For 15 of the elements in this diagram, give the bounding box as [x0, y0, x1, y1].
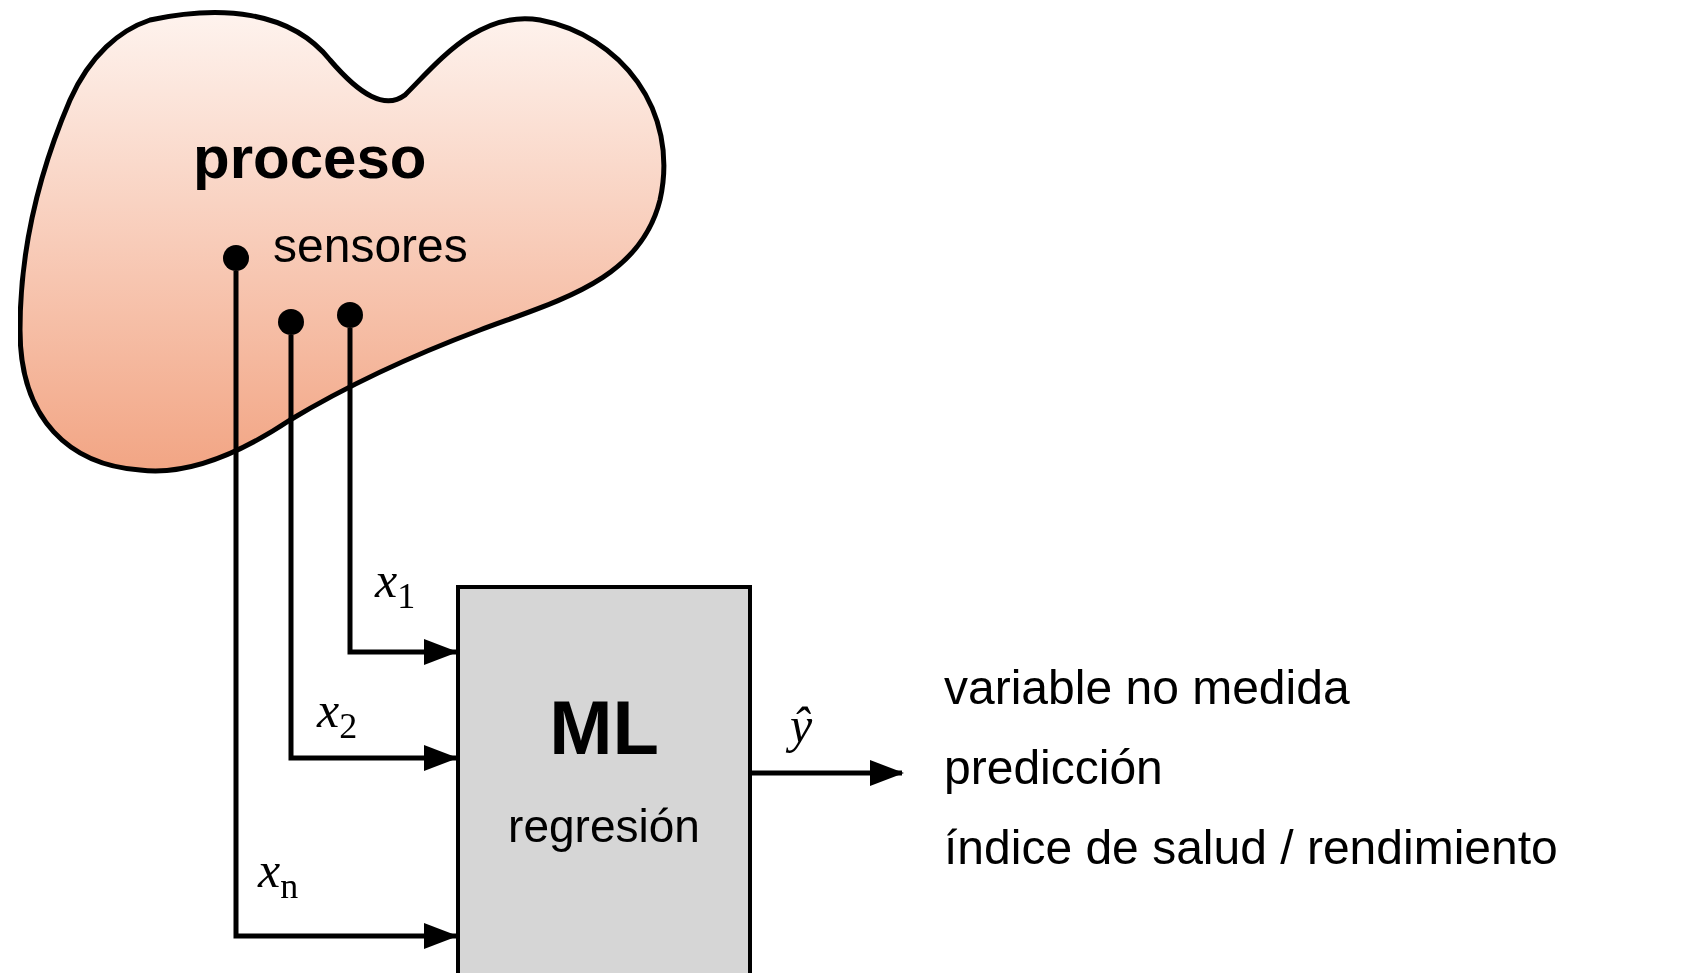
output-text: índice de salud / rendimiento	[944, 820, 1558, 875]
arrow	[752, 760, 904, 786]
output-text: predicción	[944, 740, 1163, 795]
arrow	[347, 328, 458, 665]
arrow	[288, 335, 458, 771]
edge-label: x$_{n}$	[258, 845, 299, 904]
sublabel: regresión	[507, 799, 701, 853]
output-text: variable no medida	[944, 660, 1350, 715]
model-box	[456, 585, 752, 973]
heading: ML	[548, 684, 660, 771]
heading: proceso	[193, 123, 427, 192]
edge-label: x$_{2}$	[317, 685, 358, 744]
sublabel: sensores	[273, 218, 468, 273]
edge-label: x$_{1}$	[375, 555, 416, 614]
arrow	[233, 271, 458, 949]
